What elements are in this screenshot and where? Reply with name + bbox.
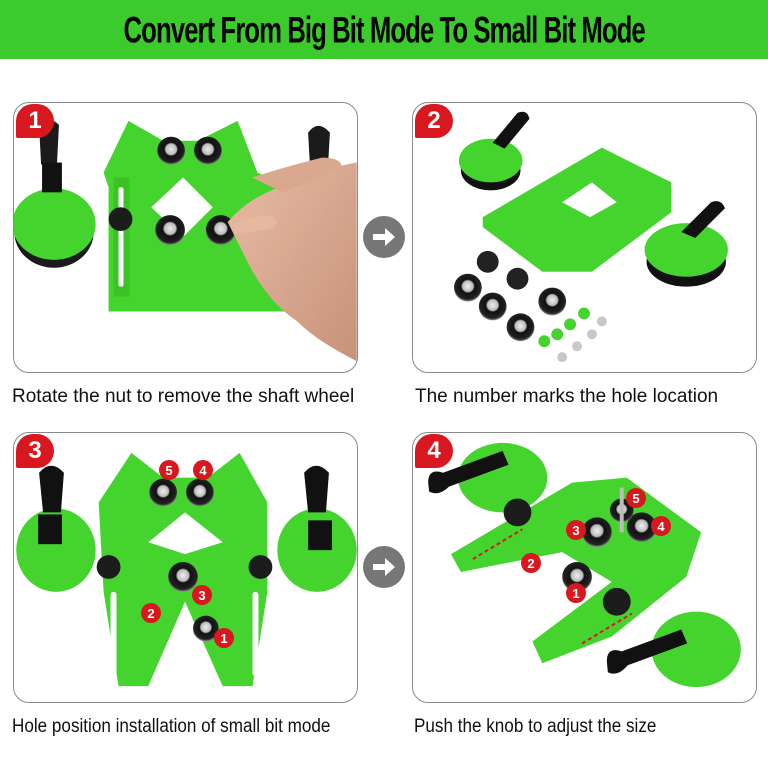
hole-marker-5: 5 <box>626 488 646 508</box>
hole-marker-3: 3 <box>192 585 212 605</box>
hole-marker-1: 1 <box>566 583 586 603</box>
step-4-image <box>428 442 741 688</box>
hole-marker-3: 3 <box>566 520 586 540</box>
step-1-panel: 1 <box>13 102 358 373</box>
step-badge: 4 <box>415 434 453 468</box>
step-4-panel: 4 5 4 3 2 1 <box>412 432 757 703</box>
hole-marker-2: 2 <box>141 603 161 623</box>
step-3-panel: 3 5 4 3 2 1 <box>13 432 358 703</box>
hole-marker-4: 4 <box>651 516 671 536</box>
hole-marker-2: 2 <box>521 553 541 573</box>
step-2-image <box>453 111 728 363</box>
step-3-image <box>16 452 357 687</box>
step-4-caption: Push the knob to adjust the size <box>414 716 657 737</box>
hole-marker-4: 4 <box>193 460 213 480</box>
step-badge: 3 <box>16 434 54 468</box>
step-badge: 1 <box>16 104 54 138</box>
step-2-caption: The number marks the hole location <box>415 386 719 407</box>
step-badge: 2 <box>415 104 453 138</box>
step-3-caption: Hole position installation of small bit … <box>12 716 331 737</box>
step-1-caption: Rotate the nut to remove the shaft wheel <box>12 386 355 407</box>
arrow-right-icon <box>363 216 405 258</box>
step-1-image <box>14 119 357 362</box>
page-title: Convert From Big Bit Mode To Small Bit M… <box>123 8 645 50</box>
hole-marker-1: 1 <box>214 628 234 648</box>
header-banner: Convert From Big Bit Mode To Small Bit M… <box>0 0 768 59</box>
arrow-right-icon <box>363 546 405 588</box>
step-2-panel: 2 <box>412 102 757 373</box>
hole-marker-5: 5 <box>159 460 179 480</box>
